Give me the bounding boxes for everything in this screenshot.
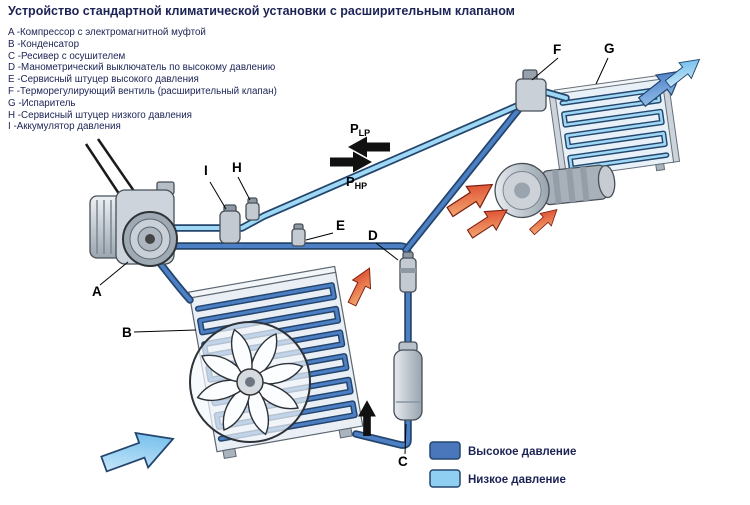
low-pressure-swatch — [429, 469, 461, 488]
accumulator — [219, 204, 241, 244]
port-body — [245, 202, 260, 221]
pressure-switch-body — [399, 257, 417, 293]
legend-item: B -Конденсатор — [8, 38, 80, 50]
condenser-foot — [338, 427, 353, 439]
service-port-low — [245, 197, 260, 221]
legend-item: C -Ресивер с осушителем — [8, 50, 126, 62]
label-compressor: A — [92, 284, 102, 299]
blower-rib — [579, 166, 590, 202]
blower-rib — [566, 168, 576, 203]
condenser-foot — [222, 447, 237, 460]
high-pressure-legend-label: Высокое давление — [468, 446, 576, 458]
low-pressure-legend-label: Низкое давление — [468, 474, 566, 486]
blower-motor — [494, 162, 616, 219]
label-expansion-valve: F — [553, 42, 561, 57]
label-service-port-low: H — [232, 160, 242, 175]
fan-hub-center — [245, 377, 255, 387]
receiver-dryer — [393, 341, 423, 421]
condenser-fan — [189, 321, 311, 443]
label-evaporator: G — [604, 41, 615, 56]
legend-item: G -Испаритель — [8, 97, 76, 109]
label-pressure-switch: D — [368, 228, 378, 243]
high-pressure-swatch — [429, 441, 461, 460]
php-label: PHP — [346, 174, 367, 191]
legend-item: I -Аккумулятор давления — [8, 121, 121, 133]
compressor — [84, 138, 178, 267]
pressure-switch — [399, 251, 417, 293]
pressure-switch-nut — [400, 268, 416, 273]
port-body — [291, 228, 306, 247]
legend-item: F -Терморегулирующий вентиль (расширител… — [8, 85, 277, 97]
blower-motor-cap — [597, 164, 616, 199]
label-service-port-high: E — [336, 218, 345, 233]
page-title: Устройство стандартной климатической уст… — [8, 4, 515, 18]
legend-item: D -Манометрический выключатель по высоко… — [8, 62, 276, 74]
blower-rib — [552, 169, 562, 205]
legend-item: E -Сервисный штуцер высокого давления — [8, 74, 199, 86]
compressor-shaft — [145, 234, 155, 244]
service-port-high — [291, 223, 306, 247]
evaporator-foot — [655, 163, 666, 172]
blower-drum-hub — [514, 182, 531, 199]
pressure-legend: Высокое давление Низкое давление — [429, 441, 576, 488]
label-condenser: B — [122, 325, 132, 340]
component-letter-labels: A B C D E F G H I — [92, 41, 615, 469]
plp-label: PLP — [350, 121, 370, 138]
hot-air-out-arrow — [342, 263, 379, 309]
receiver-body — [393, 349, 423, 421]
expansion-valve-body — [515, 78, 547, 112]
legend-item: A -Компрессор с электромагнитной муфтой — [8, 27, 206, 38]
label-accumulator: I — [204, 163, 208, 178]
legend-item: H -Сервисный штуцер низкого давления — [8, 109, 192, 121]
expansion-valve — [515, 69, 547, 112]
component-legend: A -Компрессор с электромагнитной муфтой … — [8, 27, 277, 133]
cold-air-in-arrow — [96, 420, 181, 483]
label-receiver: C — [398, 454, 408, 469]
accumulator-body — [219, 210, 241, 244]
